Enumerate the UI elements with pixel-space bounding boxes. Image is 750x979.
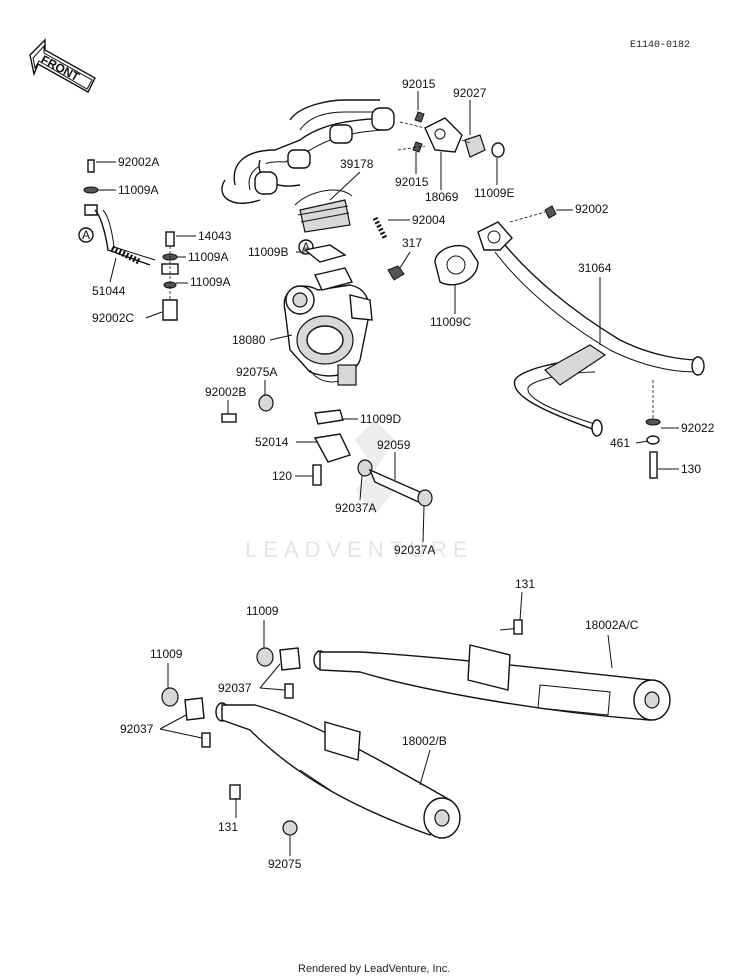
part-label: 131 [218, 820, 238, 834]
exhaust-pipe-31064 [477, 205, 705, 437]
part-label: 92022 [681, 421, 715, 435]
bolt-130-set [645, 380, 661, 479]
part-label: 11009A [118, 183, 158, 197]
part-label: 11009A [190, 275, 230, 289]
watermark: LEADVENTURE [245, 537, 474, 562]
part-label: 18069 [425, 190, 459, 204]
part-label: 92015 [402, 77, 436, 91]
part-label: 92075A [236, 365, 277, 379]
part-label: 131 [515, 577, 535, 591]
part-label: 11009B [248, 245, 288, 259]
part-label: 92037 [218, 681, 252, 695]
part-label: 18002A/C [585, 618, 639, 632]
exhaust-header-39178 [221, 99, 395, 233]
part-label: 461 [610, 436, 630, 450]
part-label: 31064 [578, 261, 612, 275]
callout-letter-a-2: A [302, 240, 310, 254]
part-label: 11009E [474, 186, 514, 200]
part-label: 92002A [118, 155, 159, 169]
part-label: 39178 [340, 157, 374, 171]
part-labels: 92015 92027 92015 18069 11009E 92002A 11… [92, 77, 715, 871]
part-label: 51044 [92, 284, 126, 298]
part-label: 52014 [255, 435, 289, 449]
part-label: 92075 [268, 857, 302, 871]
lower-turbo-parts [221, 394, 433, 507]
gasket-11009c [434, 244, 479, 286]
oil-pipe-51044: A [78, 159, 156, 266]
turbocharger-18080: A [283, 239, 373, 386]
part-label: 18002/B [402, 734, 447, 748]
flange-18069 [397, 111, 505, 158]
footer-credit: Rendered by LeadVenture, Inc. [298, 963, 450, 975]
callout-letter-a: A [82, 228, 90, 242]
part-label: 14043 [198, 229, 232, 243]
part-label: 92004 [412, 213, 446, 227]
part-label: 92037A [394, 543, 435, 557]
front-arrow-icon [29, 38, 96, 93]
part-label: 130 [681, 462, 701, 476]
clamps-11009-92037 [161, 647, 301, 748]
diagram-code: E1140-0182 [630, 40, 690, 51]
part-label: 92002 [575, 202, 609, 216]
part-label: 11009D [360, 412, 401, 426]
part-label: 92027 [453, 86, 487, 100]
spring-92004 [372, 216, 388, 240]
part-label: 18080 [232, 333, 266, 347]
part-label: 92059 [377, 438, 411, 452]
nut-317 [387, 265, 405, 281]
part-label: 92002B [205, 385, 246, 399]
part-label: 11009 [150, 647, 183, 661]
part-label: 92015 [395, 175, 429, 189]
part-label: 317 [402, 236, 422, 250]
part-label: 11009A [188, 250, 228, 264]
part-label: 92037 [120, 722, 154, 736]
part-label: 120 [272, 469, 292, 483]
part-label: 92002C [92, 311, 134, 325]
part-label: 11009C [430, 315, 471, 329]
muffler-18002-a-c [313, 619, 671, 721]
bolt-14043-set [161, 231, 179, 321]
part-label: 92037A [335, 501, 376, 515]
muffler-18002-b [215, 702, 461, 839]
part-label: 11009 [246, 604, 279, 618]
